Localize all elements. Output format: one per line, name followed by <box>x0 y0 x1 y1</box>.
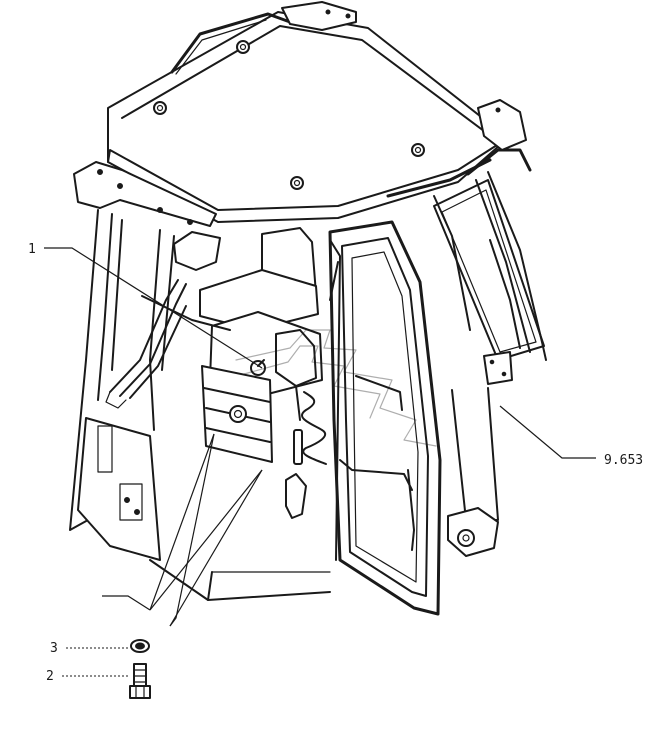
callout-1: 1 <box>28 242 36 257</box>
callout-3: 3 <box>50 641 58 656</box>
washer-item-3 <box>130 639 150 653</box>
cab-frame <box>69 171 547 601</box>
side-console <box>105 279 273 463</box>
leader-lines <box>44 247 596 677</box>
cab-door <box>285 220 442 616</box>
watermark-logo <box>235 329 437 447</box>
callout-2: 2 <box>46 669 54 684</box>
left-mirror <box>73 161 221 271</box>
cab-roof <box>107 1 532 223</box>
bolt-item-2 <box>129 663 151 699</box>
callout-ref: 9.653 <box>604 453 643 468</box>
